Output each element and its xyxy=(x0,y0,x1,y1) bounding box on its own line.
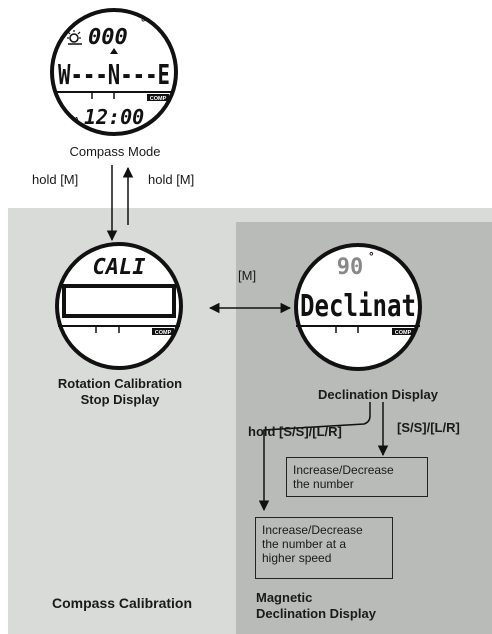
north-pointer-icon xyxy=(110,48,118,54)
declination-comp-badge: COMP xyxy=(395,330,412,336)
compass-top-value: 000 xyxy=(88,25,128,50)
cali-text: CALI xyxy=(93,255,146,280)
compass-main-display: W---N---E xyxy=(58,58,170,91)
compass-calibration-label: Compass Calibration xyxy=(52,595,193,611)
increase-decrease-fast-box-line3: higher speed xyxy=(262,551,332,565)
increase-decrease-fast-box: Increase/Decrease the number at a higher… xyxy=(255,517,393,579)
declination-main-display: Declinat xyxy=(300,289,416,324)
declination-watch-face: 90 ° Declinat COMP xyxy=(294,243,422,371)
increase-decrease-fast-box-line2: the number at a xyxy=(262,537,347,551)
declination-top-value: 90 xyxy=(337,255,364,280)
compass-time: 12:00 xyxy=(84,105,144,129)
rotation-calibration-watch-face: CALI COMP xyxy=(55,242,183,370)
increase-decrease-fast-box-line1: Increase/Decrease xyxy=(262,523,363,537)
calibration-bar xyxy=(62,284,176,318)
rotation-calibration-label-line2: Stop Display xyxy=(80,392,160,407)
sun-icon xyxy=(67,30,82,45)
increase-decrease-box-line1: Increase/Decrease xyxy=(293,463,394,477)
cali-comp-badge: COMP xyxy=(155,330,172,336)
declination-degree-mark: ° xyxy=(368,250,375,263)
ss-lr-label: [S/S]/[L/R] xyxy=(397,420,460,435)
magnetic-declination-label-line2: Declination Display xyxy=(256,606,376,621)
magnetic-declination-label: Magnetic Declination Display xyxy=(256,590,376,622)
declination-display-label: Declination Display xyxy=(318,387,438,402)
compass-degree-mark: ° xyxy=(140,16,147,29)
hold-m-down-label: hold [M] xyxy=(32,172,79,187)
increase-decrease-box: Increase/Decrease the number xyxy=(286,457,428,497)
compass-time-prefix: A xyxy=(74,117,79,124)
rotation-calibration-label-line1: Rotation Calibration xyxy=(57,376,183,391)
m-horizontal-label: [M] xyxy=(238,268,257,283)
rotation-calibration-label: Rotation Calibration Stop Display xyxy=(50,376,190,408)
compass-mode-label: Compass Mode xyxy=(69,144,161,159)
compass-comp-badge: COMP xyxy=(150,96,167,102)
compass-mode-watch-face: 000 ° W---N---E COMP A 12:00 xyxy=(50,8,178,136)
hold-ss-lr-label: hold [S/S]/[L/R] xyxy=(248,424,342,439)
hold-m-up-label: hold [M] xyxy=(148,172,195,187)
increase-decrease-box-line2: the number xyxy=(293,477,354,491)
magnetic-declination-label-line1: Magnetic xyxy=(256,590,313,605)
